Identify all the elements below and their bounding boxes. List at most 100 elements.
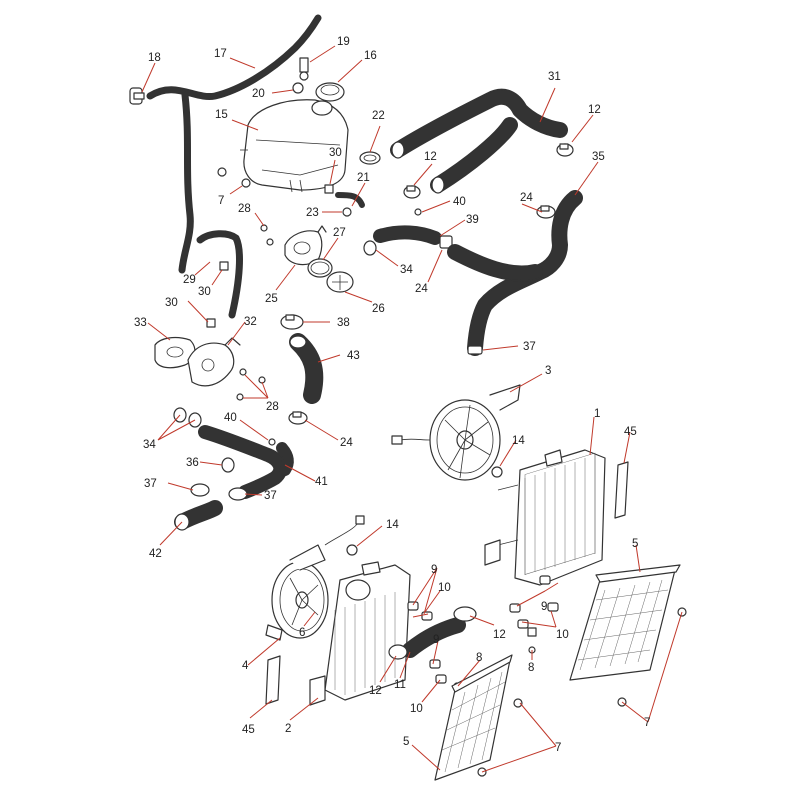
callout-32: 32 xyxy=(244,316,257,328)
callout-12b: 12 xyxy=(424,151,437,163)
hose-clip-18 xyxy=(129,87,145,105)
expansion-tank-15 xyxy=(240,99,349,193)
callout-4: 4 xyxy=(242,660,249,672)
callout-5b: 5 xyxy=(403,736,409,748)
callout-7b: 7 xyxy=(644,717,650,729)
callout-1: 1 xyxy=(594,408,600,420)
sensor-37a xyxy=(467,345,483,355)
hose-35 xyxy=(447,190,583,356)
hose-43 xyxy=(289,333,324,404)
callout-35: 35 xyxy=(592,151,605,163)
callout-16: 16 xyxy=(364,50,377,62)
expansion-cap-16 xyxy=(315,82,345,102)
callout-45b: 45 xyxy=(242,724,255,736)
callout-43: 43 xyxy=(347,350,360,362)
callout-42: 42 xyxy=(149,548,162,560)
clamp-37c xyxy=(228,487,248,501)
o-ring-36 xyxy=(221,457,235,473)
callout-10a: 10 xyxy=(556,629,569,641)
callout-12c: 12 xyxy=(493,629,506,641)
callout-17: 17 xyxy=(214,48,227,60)
callout-6: 6 xyxy=(299,627,305,639)
callout-12d: 12 xyxy=(369,685,382,697)
hose-31 xyxy=(390,88,568,194)
guard-5b xyxy=(434,654,513,781)
hose-21 xyxy=(335,192,365,208)
callout-28b: 28 xyxy=(266,401,279,413)
callout-36: 36 xyxy=(186,457,199,469)
radiator-2 xyxy=(309,561,411,706)
grommet-20 xyxy=(292,82,304,94)
thermostat-26 xyxy=(326,271,354,293)
callout-37b: 37 xyxy=(144,478,157,490)
callout-5a: 5 xyxy=(632,538,638,550)
callout-33: 33 xyxy=(134,317,147,329)
radiator-1 xyxy=(484,449,606,586)
clamp-24c xyxy=(288,411,308,425)
callout-24a: 24 xyxy=(520,192,533,204)
callout-39: 39 xyxy=(466,214,479,226)
callout-34a: 34 xyxy=(400,264,413,276)
callout-10c: 10 xyxy=(410,703,423,715)
clamp-24b xyxy=(439,235,453,249)
grommet-14a xyxy=(491,466,503,478)
callout-27: 27 xyxy=(333,227,346,239)
hose-11 xyxy=(402,617,466,658)
clip-22 xyxy=(359,151,381,165)
radiator-grid-2 xyxy=(334,592,396,695)
callout-24b: 24 xyxy=(415,283,428,295)
water-pump-cover-32 xyxy=(187,337,241,387)
filler-neck-19 xyxy=(299,57,309,81)
bolts-28a xyxy=(260,224,274,246)
leader-lines xyxy=(141,45,683,773)
clamp-38 xyxy=(280,314,304,330)
callout-11: 11 xyxy=(394,679,406,691)
callout-7a: 7 xyxy=(218,195,224,207)
callout-30a: 30 xyxy=(329,147,342,159)
fan-3 xyxy=(391,384,521,481)
clamp-24a xyxy=(536,205,556,219)
callout-21: 21 xyxy=(357,172,370,184)
grommets-9-10-right xyxy=(509,575,559,654)
callout-18: 18 xyxy=(148,52,161,64)
clip-30c xyxy=(206,318,216,328)
clamp-12b xyxy=(403,185,421,199)
callout-40a: 40 xyxy=(453,196,466,208)
callout-2: 2 xyxy=(285,723,291,735)
clip-30a xyxy=(324,184,334,194)
callout-8b: 8 xyxy=(476,652,482,664)
o-ring-27 xyxy=(307,258,333,278)
clip-23 xyxy=(342,207,352,217)
callout-20: 20 xyxy=(252,88,265,100)
pipe-39 xyxy=(373,225,442,245)
callout-41: 41 xyxy=(315,476,328,488)
foam-strip-45b xyxy=(265,655,281,705)
clamp-12a xyxy=(556,143,574,157)
clamp-12c xyxy=(453,606,477,622)
o-ring-34a xyxy=(363,240,377,256)
callout-23: 23 xyxy=(306,207,319,219)
callout-22: 22 xyxy=(372,110,385,122)
guard-5a xyxy=(569,564,681,681)
callout-8a: 8 xyxy=(528,662,534,674)
bolts-28b xyxy=(236,368,266,401)
callout-40b: 40 xyxy=(224,412,237,424)
bolt-7a xyxy=(217,167,251,188)
callout-34b: 34 xyxy=(143,439,156,451)
hose-42 xyxy=(174,500,223,531)
callout-37a: 37 xyxy=(523,341,536,353)
callout-24c: 24 xyxy=(340,437,353,449)
callout-labels: 18 17 19 16 20 15 31 12 22 30 12 35 7 21… xyxy=(134,36,650,754)
callout-10b: 10 xyxy=(438,582,451,594)
callout-7c: 7 xyxy=(555,742,561,754)
callout-3: 3 xyxy=(545,365,551,377)
bolts-7b xyxy=(617,607,687,707)
callout-26: 26 xyxy=(372,303,385,315)
callout-37c: 37 xyxy=(264,490,277,502)
callout-15: 15 xyxy=(215,109,228,121)
radiator-grid-1 xyxy=(524,455,596,575)
foam-strip-45a xyxy=(614,461,629,519)
guard-grid-5b xyxy=(441,671,506,773)
callout-45a: 45 xyxy=(624,426,637,438)
callout-38: 38 xyxy=(337,317,350,329)
